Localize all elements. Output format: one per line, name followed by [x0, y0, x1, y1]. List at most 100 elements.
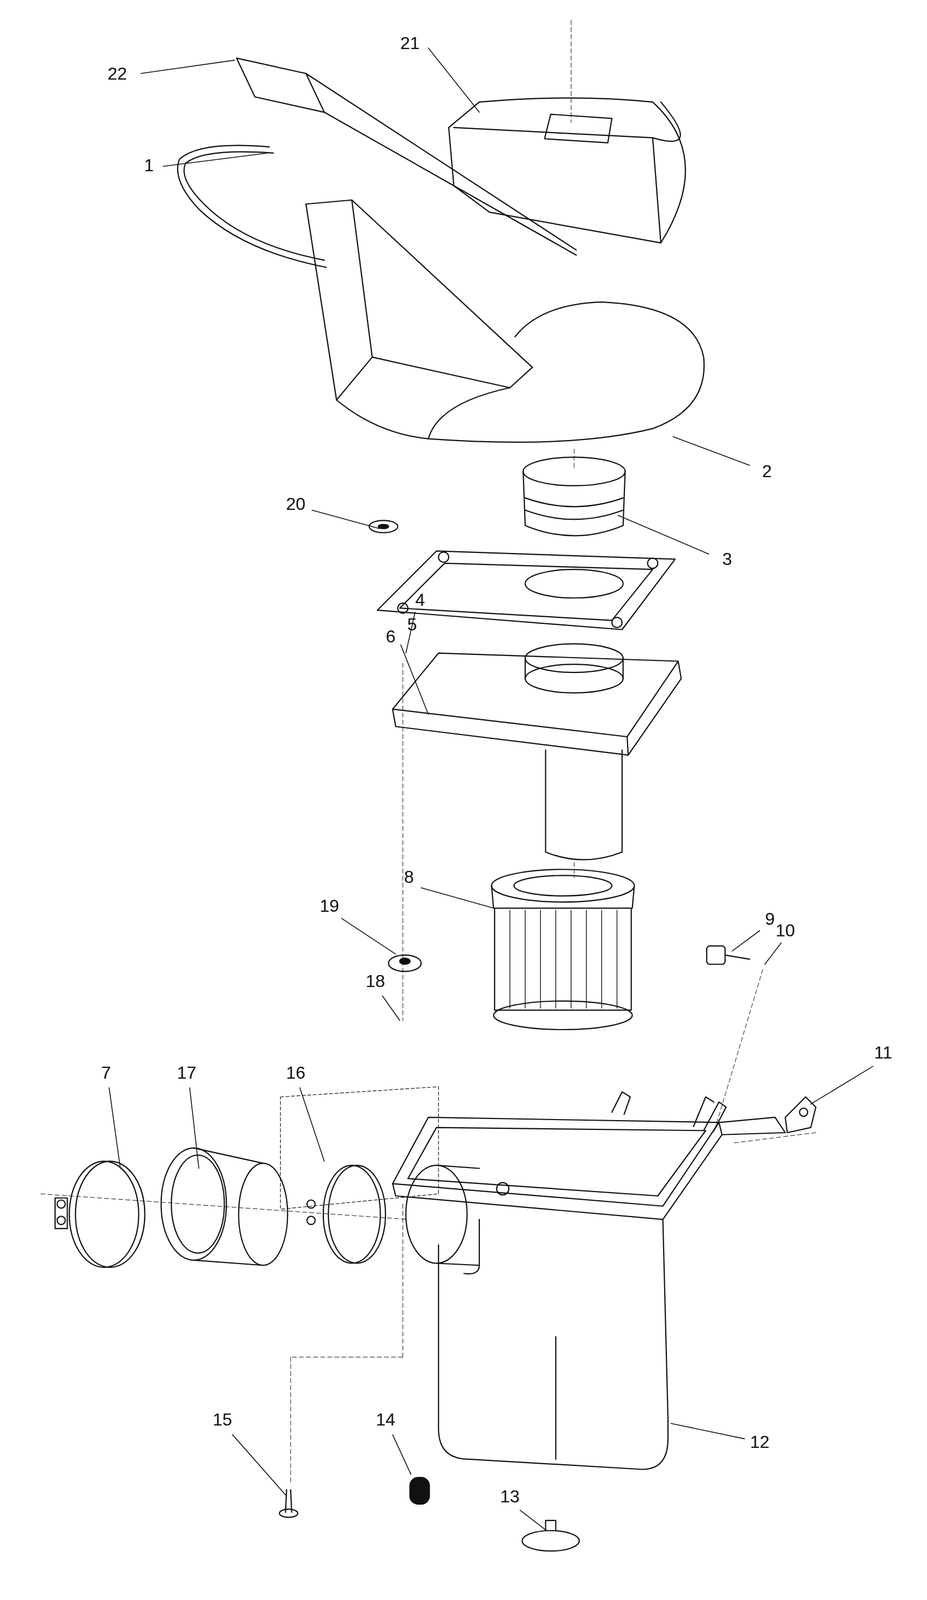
- leader-lines: [109, 47, 874, 1531]
- clamp-part-16: [307, 1200, 316, 1209]
- dashed-sheet-part-18: [280, 1086, 439, 1210]
- cover-part-5: [627, 736, 629, 756]
- leader-lines: [140, 59, 235, 74]
- leader-lines: [617, 515, 709, 555]
- bolt-part-9: [706, 946, 750, 965]
- airbox-part-12: [392, 1091, 786, 1470]
- callout-number: 10: [773, 920, 797, 941]
- clip-part-20: [378, 524, 389, 529]
- cover-part-5: [545, 749, 623, 860]
- clamp-part-7: [69, 1160, 139, 1268]
- filter-part-8: [493, 1001, 632, 1030]
- bolt-part-9: [706, 946, 726, 965]
- grommet-part-19: [388, 954, 422, 972]
- hose-part-17: [193, 1147, 263, 1266]
- hose-part-17: [160, 1147, 227, 1261]
- leader-lines: [382, 995, 400, 1021]
- bracket-part-11: [785, 1097, 816, 1133]
- callout-number: 18: [363, 971, 387, 991]
- cover-part-5: [525, 643, 624, 673]
- foam-part-21: [453, 101, 681, 243]
- leader-lines: [392, 1434, 412, 1475]
- callout-number: 13: [498, 1486, 522, 1507]
- callout-number: 7: [99, 1062, 113, 1083]
- center-lines: [713, 969, 763, 1133]
- foam-part-21: [448, 98, 686, 244]
- hose-part-17: [171, 1154, 225, 1254]
- callout-number: 3: [720, 549, 734, 569]
- airbox-part-12: [496, 1182, 509, 1195]
- callout-number: 12: [748, 1431, 772, 1452]
- gasket-part-4: [377, 550, 676, 630]
- seat-part-2: [305, 200, 704, 443]
- leader-lines: [400, 645, 429, 715]
- leader-lines: [232, 1434, 286, 1495]
- airbox-part-12: [464, 1224, 480, 1274]
- filter-part-8: [494, 907, 632, 1010]
- bolt-part-9: [725, 954, 750, 959]
- callout-number: 4: [413, 590, 427, 610]
- callout-number: 11: [872, 1042, 894, 1063]
- center-lines: [40, 20, 816, 1485]
- callout-number: 16: [284, 1062, 308, 1083]
- screw-part-15: [285, 1489, 287, 1513]
- clamp-part-7: [57, 1200, 66, 1209]
- airbox-part-12: [703, 1102, 726, 1131]
- screw-part-15: [279, 1508, 298, 1518]
- clamp-part-7: [55, 1160, 146, 1268]
- screw-part-15: [279, 1489, 298, 1518]
- clip-part-20: [369, 520, 398, 533]
- clip-part-20: [369, 520, 398, 533]
- cover-part-5: [392, 661, 682, 756]
- leader-lines: [810, 1066, 874, 1104]
- seat-part-2: [305, 200, 373, 401]
- sheet-part-22: [305, 73, 577, 251]
- callout-number: 21: [398, 33, 422, 53]
- airbox-part-12: [405, 1165, 467, 1264]
- center-lines: [573, 448, 575, 469]
- boot-part-3: [522, 456, 625, 536]
- airbox-part-12: [718, 1117, 786, 1135]
- center-lines: [290, 1357, 292, 1485]
- leader-lines: [671, 1423, 745, 1439]
- callout-number: 14: [374, 1409, 397, 1430]
- grommet-part-19: [388, 954, 422, 972]
- airbox-part-12: [392, 1117, 719, 1207]
- gasket-part-4: [525, 569, 624, 598]
- seat-part-2: [428, 387, 510, 439]
- leader-lines: [520, 1509, 547, 1531]
- leader-lines: [341, 918, 396, 954]
- clamp-part-16: [307, 1165, 386, 1264]
- airbox-part-12: [407, 1127, 706, 1196]
- airbox-part-12: [479, 1219, 668, 1419]
- callout-number: 8: [402, 867, 416, 887]
- boot-part-3: [522, 456, 625, 486]
- cover-part-5: [392, 643, 682, 860]
- callout-number: 19: [317, 895, 341, 916]
- center-lines: [402, 1204, 403, 1358]
- airbox-part-12: [693, 1097, 714, 1127]
- sheet-part-22: [236, 58, 577, 256]
- leader-lines: [765, 942, 782, 965]
- center-lines: [402, 663, 403, 1021]
- gasket-part-4: [611, 617, 623, 628]
- clamp-part-16: [328, 1165, 386, 1264]
- plug-part-14: [410, 1477, 430, 1504]
- callout-number: 1: [142, 155, 156, 176]
- airbox-part-12: [438, 1244, 668, 1470]
- leader-lines: [672, 436, 750, 466]
- clamp-part-7: [75, 1160, 145, 1268]
- sheet-part-22: [324, 112, 577, 256]
- strap-part-1: [177, 145, 327, 268]
- bracket-part-11: [799, 1108, 808, 1117]
- callout-number: 2: [760, 461, 774, 481]
- callout-number: 20: [284, 494, 308, 514]
- hose-part-17: [238, 1163, 288, 1266]
- gasket-part-4: [399, 563, 653, 621]
- strap-part-1: [184, 151, 325, 261]
- airbox-part-12: [392, 1122, 722, 1220]
- foam-part-21: [448, 98, 686, 244]
- gasket-part-4: [647, 558, 659, 569]
- leader-lines: [299, 1087, 325, 1162]
